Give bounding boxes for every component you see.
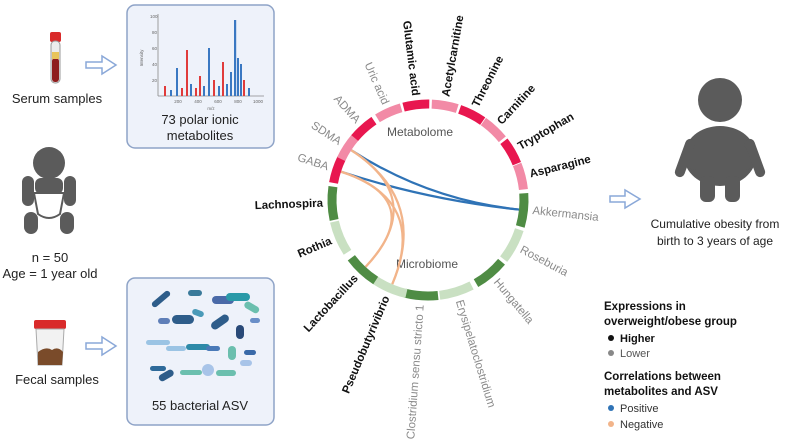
legend-positive-dot xyxy=(608,405,614,411)
metabolome-segment xyxy=(458,105,486,125)
taxon-label: Akkermansia xyxy=(532,205,600,224)
taxon-label: Lachnospira xyxy=(255,198,324,212)
metabolite-label: ADMA xyxy=(331,93,362,126)
legend-corr-title1: Correlations between xyxy=(604,371,721,383)
microbiome-segment xyxy=(473,258,505,288)
metabolite-label: Threonine xyxy=(470,54,506,109)
x-tick: 200 xyxy=(174,99,182,104)
y-tick: 100 xyxy=(150,14,158,19)
microbiome-segment xyxy=(373,276,408,298)
serum-tube-icon xyxy=(50,32,61,84)
infant-icon xyxy=(22,147,76,234)
fecal-samples-label: Fecal samples xyxy=(15,372,99,387)
spectrum-peaks xyxy=(164,20,250,96)
correlation-link xyxy=(340,170,404,285)
metabolite-label: SDMA xyxy=(309,120,344,148)
correlation-link xyxy=(350,149,405,285)
mass-spectrum-plot: 100 80 60 40 20 Intensity 200 400 600 80… xyxy=(139,14,264,111)
sample-size-label: n = 50 xyxy=(32,250,69,265)
obese-child-icon xyxy=(674,78,766,202)
microbiome-segment xyxy=(330,220,352,255)
legend-negative: Negative xyxy=(620,419,663,431)
metabolite-label: Uric acid xyxy=(362,61,391,107)
microbiome-segment xyxy=(515,192,529,228)
arrow-serum-icon xyxy=(85,54,118,76)
legend-lower-dot xyxy=(608,350,614,356)
arrow-outcome-icon xyxy=(609,188,642,210)
microbiome-segment xyxy=(403,288,439,301)
spectrum-caption-line1: 73 polar ionic xyxy=(161,112,239,127)
legend-corr-title2: metabolites and ASV xyxy=(604,386,718,398)
outcome-line1: Cumulative obesity from xyxy=(651,217,780,231)
serum-samples-label: Serum samples xyxy=(12,91,103,106)
metabolite-label: Acetylcarnitine xyxy=(440,14,466,97)
metabolite-label: GABA xyxy=(296,152,330,173)
legend-positive: Positive xyxy=(620,403,659,415)
y-tick: 20 xyxy=(152,78,158,83)
legend-negative-dot xyxy=(608,421,614,427)
microbiome-segment xyxy=(439,281,474,300)
y-tick: 80 xyxy=(152,30,158,35)
legend-higher-dot xyxy=(608,335,614,341)
fecal-cup-icon xyxy=(34,320,66,366)
correlation-link xyxy=(340,170,520,211)
ring-segments xyxy=(327,99,529,301)
outcome-line2: birth to 3 years of age xyxy=(657,234,773,248)
x-tick: 600 xyxy=(214,99,222,104)
y-tick: 60 xyxy=(152,46,158,51)
taxon-label: Rothia xyxy=(296,235,334,260)
metabolite-label: Asparagine xyxy=(528,154,592,181)
microbiome-segment xyxy=(327,186,339,221)
age-label: Age = 1 year old xyxy=(2,266,97,281)
y-axis-title: Intensity xyxy=(139,49,144,67)
correlation-link xyxy=(340,170,393,268)
metabolome-segment xyxy=(375,103,403,123)
legend: Expressions in overweight/obese group Hi… xyxy=(604,301,737,431)
metabolome-label: Metabolome xyxy=(387,125,453,139)
microbiome-segment xyxy=(500,228,524,262)
x-tick: 1000 xyxy=(253,99,264,104)
metabolome-segment xyxy=(329,156,346,184)
x-axis-title: m/z xyxy=(207,106,215,111)
metabolome-segment xyxy=(500,138,522,166)
x-tick: 400 xyxy=(194,99,202,104)
correlation-link xyxy=(350,149,520,211)
legend-expr-title2: overweight/obese group xyxy=(604,316,737,328)
bacteria-caption: 55 bacterial ASV xyxy=(152,398,248,413)
legend-lower: Lower xyxy=(620,348,650,360)
taxon-label: Hungatella xyxy=(491,277,536,327)
arrow-fecal-icon xyxy=(85,335,118,357)
legend-higher: Higher xyxy=(620,333,656,345)
taxon-label: Pseudobutyrivibrio xyxy=(341,294,393,395)
x-tick: 800 xyxy=(234,99,242,104)
y-tick: 40 xyxy=(152,62,158,67)
bacteria-illustration xyxy=(146,290,260,382)
metabolome-segment xyxy=(337,134,359,162)
metabolome-segment xyxy=(480,117,506,143)
microbiome-segment xyxy=(347,254,379,285)
metabolome-segment xyxy=(402,99,430,112)
legend-expr-title1: Expressions in xyxy=(604,301,686,313)
spectrum-caption-line2: metabolites xyxy=(167,128,234,143)
metabolome-segment xyxy=(351,116,377,141)
microbiome-label: Microbiome xyxy=(396,257,458,271)
taxon-label: Roseburia xyxy=(518,244,570,279)
metabolite-label: Carnitine xyxy=(495,83,538,128)
taxon-label: Lactobacillus xyxy=(302,273,361,335)
metabolome-segment xyxy=(512,162,528,191)
metabolome-segment xyxy=(431,99,459,113)
correlation-links xyxy=(340,149,520,285)
taxon-label: Erysipelatoclostridium xyxy=(453,299,497,409)
metabolite-label: Tryptophan xyxy=(516,111,576,153)
bacteria-box xyxy=(126,277,275,426)
taxon-label: Clostridium sensu stricto 1 xyxy=(405,304,426,439)
metabolite-label: Glutamic acid xyxy=(400,20,421,96)
